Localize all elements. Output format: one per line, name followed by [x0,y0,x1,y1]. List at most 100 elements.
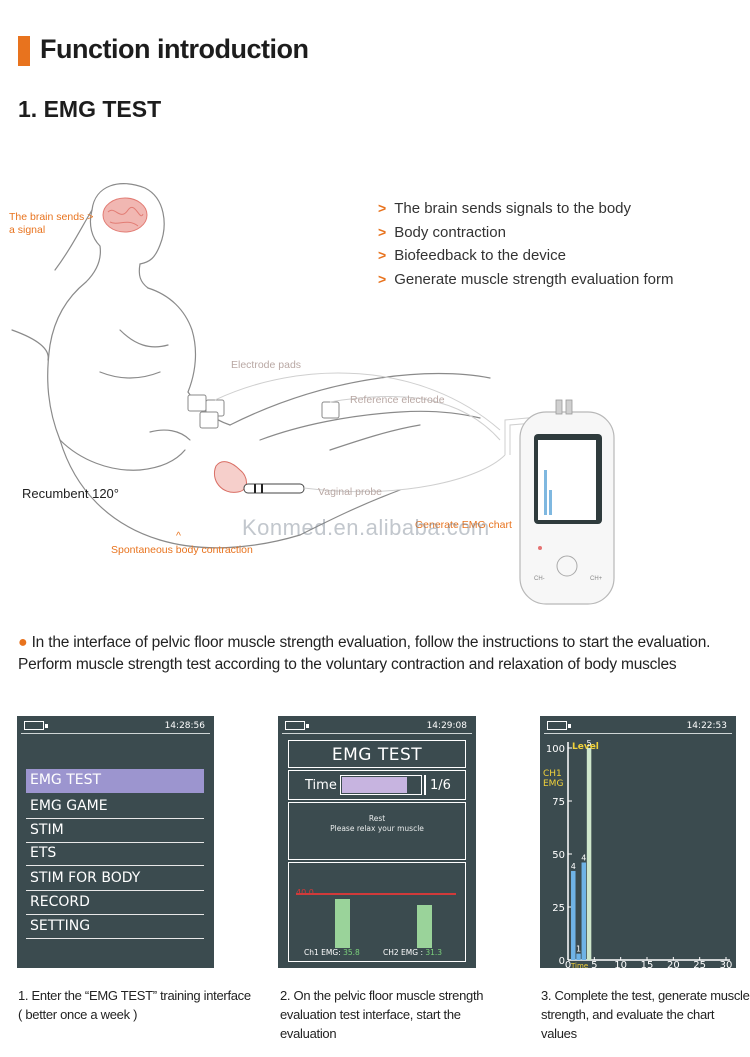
rest-title: Rest [368,814,386,823]
bullet-dot-icon: ● [18,634,28,651]
progress-box [288,770,466,800]
instruction-box [288,802,466,860]
section-title: 1. EMG TEST [18,96,162,122]
chevron-right-icon: > [378,270,387,287]
chevron-right-icon: > [378,200,387,216]
menu-item-setting[interactable]: SETTING [26,915,204,939]
spontaneous-caret: ^ [176,530,181,542]
x-axis-title: Time [570,962,588,968]
recumbent-label: Recumbent 120° [22,486,119,501]
x-tick-label: 20 [667,960,680,968]
caption-step-3: 3. Complete the test, generate muscle st… [541,988,750,1041]
emg-graph-box [288,862,466,962]
time-progress-fill [342,777,407,793]
spontaneous-label: Spontaneous body contraction [111,544,253,556]
x-tick-label: 5 [591,960,597,968]
y-tick-label: 50 [552,850,565,861]
x-tick-label: 30 [720,960,733,968]
bar-value-label: 4 [571,862,576,871]
y-label-ch1: CH1 [543,769,562,779]
menu-item-stim[interactable]: STIM [26,819,204,843]
status-bar: 14:29:08 [278,716,476,734]
device-label-left: CH- [534,576,545,582]
status-divider [21,733,210,734]
illustration: CH- CH+ [11,183,615,605]
y-tick-label: 100 [546,744,565,755]
ch1-readout: Ch1 EMG: 35.8 [304,948,360,957]
menu-item-ets[interactable]: ETS [26,842,204,866]
chart-bar [571,870,576,960]
device-label-right: CH+ [590,576,603,582]
threshold-line [296,893,456,895]
time-label: Time [305,778,337,793]
x-tick-label: 0 [565,960,571,968]
chart-bar [586,748,592,960]
y-tick-label: 25 [552,903,565,914]
page-title: Function introduction [40,34,309,64]
feature-item: >Body contraction [378,223,506,241]
reference-electrode-label: Reference electrode [350,394,445,406]
screen-menu: 14:28:56 EMG TEST EMG GAME STIM ETS STIM… [17,716,214,968]
x-tick-label: 25 [693,960,706,968]
y-label-emg: EMG [543,779,563,789]
ch1-emg-bar [335,898,350,948]
y-tick-label: 0 [559,956,565,967]
feature-item: >Generate muscle strength evaluation for… [378,270,674,288]
feature-item: >The brain sends signals to the body [378,200,632,217]
caption-step-1: 1. Enter the “EMG TEST” training interfa… [18,988,251,1022]
cables [214,372,571,493]
generate-chart-label: Generate EMG chart [415,519,512,531]
status-time: 14:29:08 [426,721,467,731]
status-divider [544,733,732,734]
battery-icon [285,721,309,730]
title-box [288,740,466,768]
battery-icon [547,721,571,730]
bar-value-label: 4 [581,853,586,862]
vaginal-probe-label: Vaginal probe [318,486,383,498]
chevron-right-icon: > [378,223,387,240]
description: ● In the interface of pelvic floor muscl… [18,634,711,673]
menu-item-stim-for-body[interactable]: STIM FOR BODY [26,867,204,891]
caption-step-2: 2. On the pelvic floor muscle strength e… [280,988,484,1041]
header-accent-bar [18,36,30,66]
probe-graphic [214,461,305,494]
electrode-pads-label: Electrode pads [231,359,302,371]
screen-title: EMG TEST [331,745,423,765]
status-time: 14:28:56 [164,721,205,731]
menu-item-emg-test[interactable]: EMG TEST [26,769,204,793]
threshold-value: 40.0 [296,888,314,897]
menu-item-record[interactable]: RECORD [26,891,204,915]
status-divider [282,733,472,734]
watermark: Konmed.en.alibaba.com [242,515,490,540]
bar-value-label: 1 [576,945,581,954]
rest-instruction: Rest Please relax your muscle [278,814,476,834]
electrode-pads-graphic [187,394,340,429]
x-tick-label: 15 [641,960,654,968]
repetition-counter: 1/6 [430,778,451,793]
ch2-emg-bar [417,904,432,948]
screen-emg-test: 14:29:08 EMG TEST Time 1/6 Rest Please r… [278,716,476,968]
rest-message: Please relax your muscle [330,824,424,833]
y-tick-label: 75 [552,797,565,808]
brain-label: The brain sends > a signal [9,211,94,236]
ch2-readout: CH2 EMG : 31.3 [383,948,443,957]
series-level-label: Level [572,742,599,752]
status-bar: 14:22:53 [540,716,736,734]
feature-item: >Biofeedback to the device [378,247,566,264]
status-bar: 14:28:56 [17,716,214,734]
menu-item-emg-game[interactable]: EMG GAME [26,795,204,819]
chart-bar [576,953,581,960]
bar-value-label: 5 [587,739,592,748]
battery-icon [24,721,48,730]
progress-end-marker [424,775,426,795]
status-time: 14:22:53 [686,721,727,731]
feature-list: >The brain sends signals to the body >Bo… [378,198,674,292]
device-graphic: CH- CH+ [519,399,615,605]
chevron-right-icon: > [378,247,387,263]
time-progress-bar [340,775,422,795]
chart-bar [581,862,587,960]
brain-graphic [102,197,148,233]
x-tick-label: 10 [614,960,627,968]
